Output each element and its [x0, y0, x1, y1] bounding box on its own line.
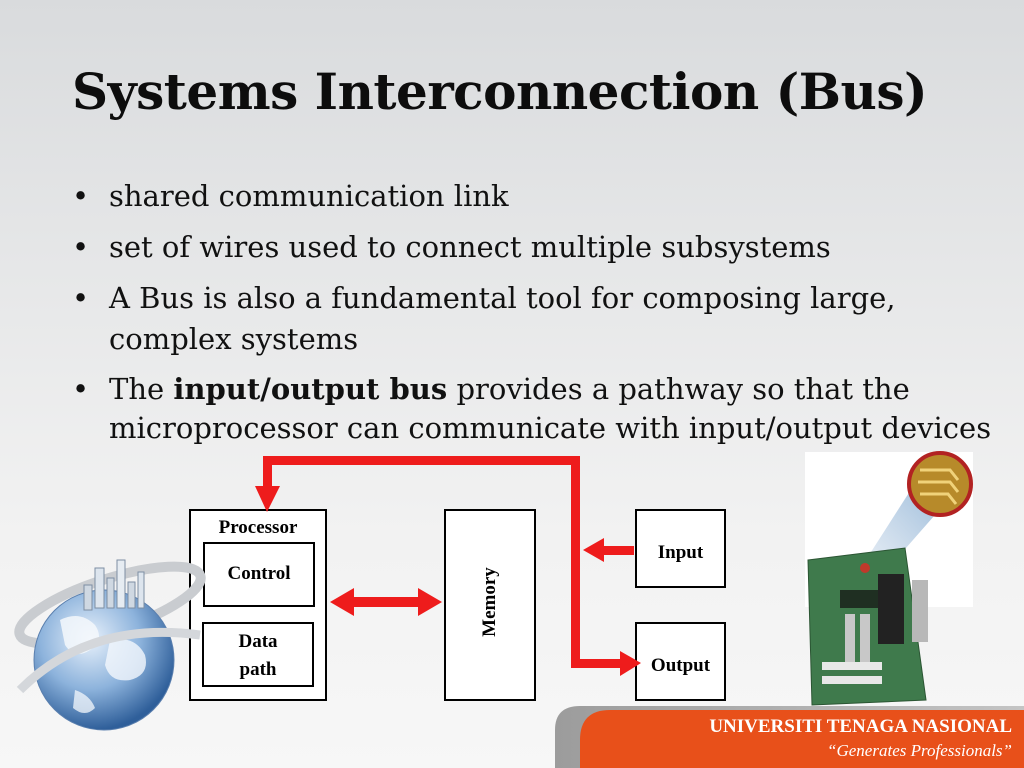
footer-tagline: “Generates Professionals”: [827, 741, 1012, 760]
datapath-label-line2: path: [239, 659, 277, 680]
footer-orange-shape: [580, 710, 1024, 768]
bullet-dot-icon: •: [72, 281, 90, 315]
io-bus-arrow: [255, 456, 641, 676]
slide-title: Systems Interconnection (Bus): [72, 62, 928, 121]
control-box: [203, 542, 315, 607]
globe-cityscape-icon: [14, 559, 206, 731]
datapath-box: [202, 622, 314, 687]
input-box: [635, 509, 726, 588]
bullet-text-post: provides a pathway so that the microproc…: [109, 372, 992, 445]
input-label: Input: [657, 542, 704, 563]
bullet-text: shared communication link: [109, 179, 509, 213]
bullet-item: • set of wires used to connect multiple …: [72, 227, 1022, 268]
bullet-item: • shared communication link: [72, 176, 1022, 217]
memory-box: [444, 509, 536, 701]
bullet-dot-icon: •: [72, 179, 90, 213]
bullet-item: • The input/output bus provides a pathwa…: [72, 370, 1022, 448]
processor-label: Processor: [218, 517, 298, 538]
bullet-text: A Bus is also a fundamental tool for com…: [109, 281, 896, 356]
bullet-dot-icon: •: [72, 230, 90, 264]
bullet-list: • shared communication link • set of wir…: [72, 176, 1022, 458]
output-box: [635, 622, 726, 701]
bullet-item: • A Bus is also a fundamental tool for c…: [72, 278, 1022, 360]
processor-memory-arrow: [330, 588, 442, 616]
bullet-text: set of wires used to connect multiple su…: [109, 230, 831, 264]
bullet-dot-icon: •: [72, 372, 90, 406]
input-arrow: [583, 538, 634, 562]
output-label: Output: [650, 655, 711, 676]
bullet-text-pre: The: [109, 372, 174, 406]
bullet-text-bold: input/output bus: [173, 372, 448, 406]
control-label: Control: [227, 563, 291, 584]
motherboard-icon: [805, 451, 973, 706]
footer-university-name: UNIVERSITI TENAGA NASIONAL: [709, 716, 1012, 737]
datapath-label-line1: Data: [238, 631, 278, 652]
